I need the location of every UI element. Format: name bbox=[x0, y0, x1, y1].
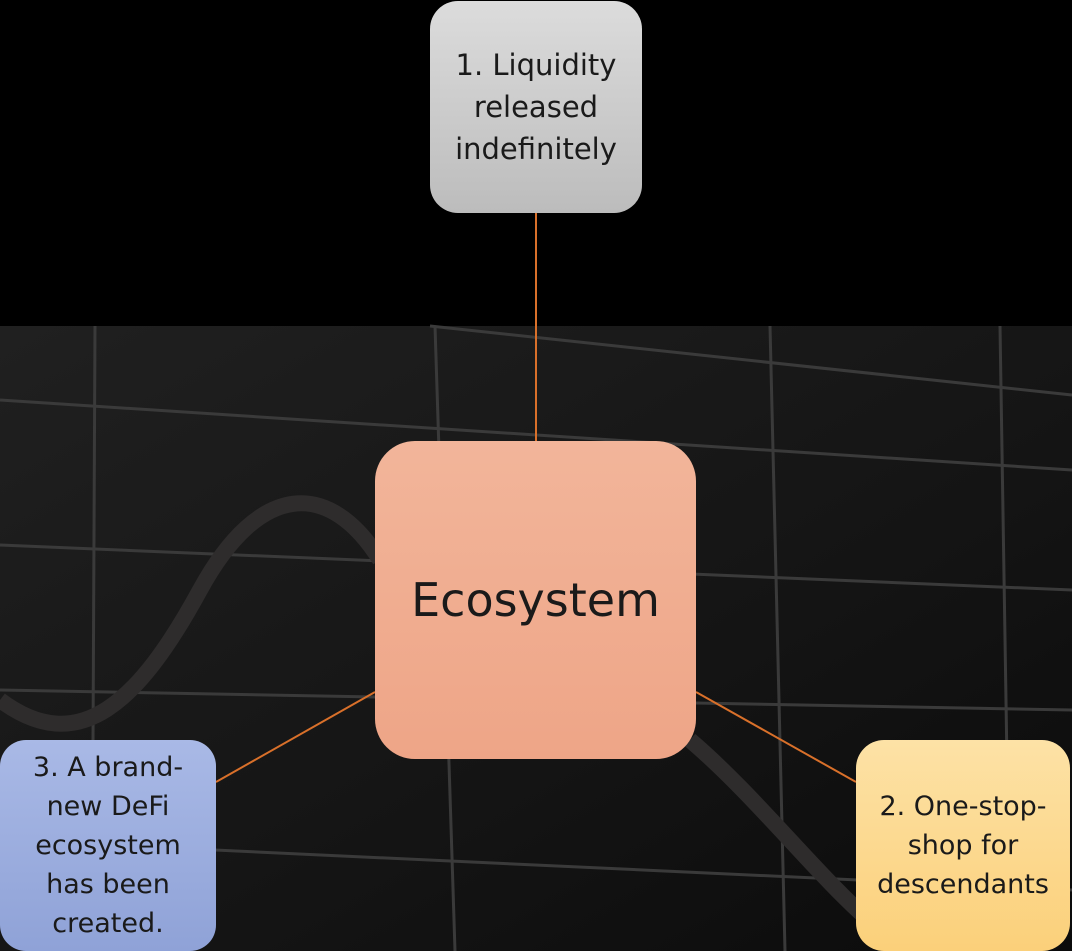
node-one-stop-shop-label: 2. One-stop- shop for descendants bbox=[877, 791, 1049, 900]
node-liquidity-label: 1. Liquidity released indefinitely bbox=[455, 48, 617, 166]
connector-left bbox=[215, 691, 376, 783]
node-liquidity: 1. Liquidity released indefinitely bbox=[430, 1, 642, 213]
node-ecosystem-label: Ecosystem bbox=[411, 573, 660, 627]
node-defi-ecosystem: 3. A brand- new DeFi ecosystem has been … bbox=[0, 740, 216, 951]
node-one-stop-shop: 2. One-stop- shop for descendants bbox=[856, 740, 1070, 951]
node-defi-ecosystem-label: 3. A brand- new DeFi ecosystem has been … bbox=[32, 752, 184, 939]
connector-right bbox=[695, 691, 857, 783]
node-ecosystem: Ecosystem bbox=[375, 441, 696, 759]
